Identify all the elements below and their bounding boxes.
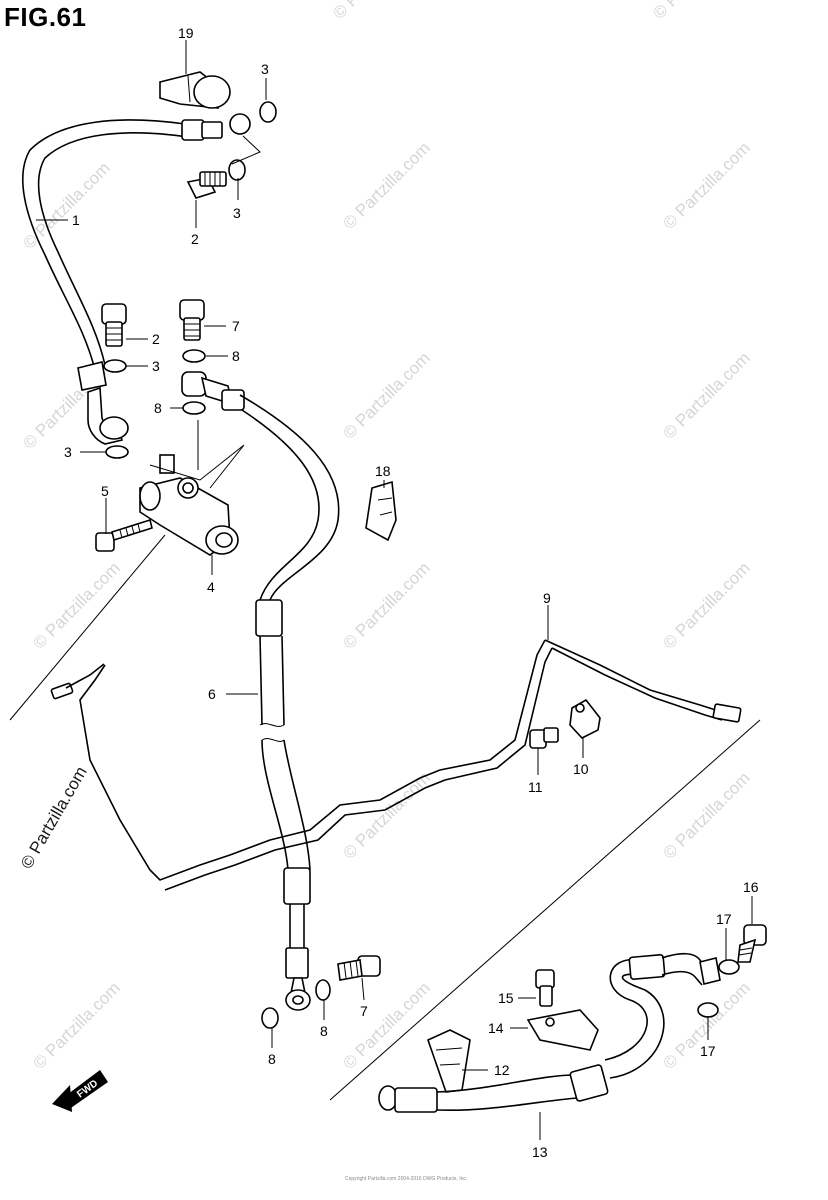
part-1-upper-hose — [22, 113, 251, 445]
callout-4: 4 — [207, 579, 215, 595]
part-8-washer — [182, 401, 206, 415]
part-3-washer — [103, 359, 127, 373]
watermark: © Partzilla.com — [659, 138, 753, 232]
watermark: © Partzilla.com — [339, 978, 433, 1072]
callout-3: 3 — [261, 61, 269, 77]
assembly-leader — [9, 534, 166, 721]
part-4-junction-block — [139, 420, 245, 556]
callout-19: 19 — [178, 25, 194, 41]
part-3-washer — [105, 445, 129, 459]
part-7-union-bolt — [337, 955, 381, 981]
callout-16: 16 — [743, 879, 759, 895]
leader-lines — [36, 40, 753, 1140]
part-19-cap — [159, 71, 231, 109]
callout-18: 18 — [375, 463, 391, 479]
callout-12: 12 — [494, 1062, 510, 1078]
callout-2: 2 — [152, 331, 160, 347]
part-3-washer — [259, 101, 277, 123]
part-2-banjo-bolt — [101, 303, 127, 347]
watermark: © Partzilla.com — [659, 348, 753, 442]
callout-14: 14 — [488, 1020, 504, 1036]
callout-1: 1 — [72, 212, 80, 228]
part-7-union-bolt — [179, 299, 205, 341]
callout-7: 7 — [360, 1003, 368, 1019]
footer-copyright: Copyright Partzilla.com 2004-2016 DWG Pr… — [345, 1176, 467, 1182]
callout-11: 11 — [528, 779, 543, 795]
callout-labels: 19 3 1 3 2 2 3 7 8 8 3 5 4 18 9 6 10 11 … — [64, 25, 759, 1160]
callout-5: 5 — [101, 483, 109, 499]
part-5-bolt — [95, 518, 153, 552]
assembly-leader — [329, 719, 761, 1101]
part-8-washer — [315, 979, 331, 1001]
watermark: © Partzilla.com — [659, 768, 753, 862]
watermark: © Partzilla.com — [339, 348, 433, 442]
part-12-clip — [427, 1029, 471, 1093]
callout-3: 3 — [233, 205, 241, 221]
callout-8: 8 — [232, 348, 240, 364]
part-3-washer — [228, 159, 246, 181]
part-9-brake-pipe — [50, 639, 742, 891]
callout-8: 8 — [154, 400, 162, 416]
part-6-brake-hose — [181, 371, 340, 1011]
callout-10: 10 — [573, 761, 589, 777]
watermark: © Partzilla.com — [659, 558, 753, 652]
watermark-dark: © Partzilla.com — [17, 763, 91, 872]
part-15-bolt — [535, 969, 555, 1007]
callout-7: 7 — [232, 318, 240, 334]
callout-8: 8 — [320, 1023, 328, 1039]
figure-title: FIG.61 — [4, 2, 87, 32]
part-11-bolt — [529, 727, 559, 749]
callout-2: 2 — [191, 231, 199, 247]
watermark: © Partzilla.com — [339, 768, 433, 862]
callout-17: 17 — [700, 1043, 716, 1059]
watermark: © Partzilla.com — [339, 558, 433, 652]
watermark: © Partzilla.com — [339, 138, 433, 232]
callout-17: 17 — [716, 911, 732, 927]
part-17-washer — [697, 1002, 719, 1018]
watermark: © Partzilla.com — [329, 0, 423, 23]
watermark: © Partzilla.com — [19, 158, 113, 252]
watermark: © Partzilla.com — [649, 0, 743, 23]
part-10-clamp — [569, 698, 601, 739]
callout-15: 15 — [498, 990, 514, 1006]
fwd-arrow-icon: FWD — [52, 1070, 108, 1112]
callout-3: 3 — [152, 358, 160, 374]
watermark: © Partzilla.com — [29, 558, 123, 652]
part-8-washer — [261, 1007, 279, 1029]
part-13-rear-hose — [378, 952, 721, 1113]
callout-3: 3 — [64, 444, 72, 460]
watermark: © Partzilla.com — [29, 978, 123, 1072]
part-8-washer — [182, 349, 206, 363]
part-17-washer — [718, 959, 740, 975]
part-16-union-bolt — [737, 924, 767, 963]
part-2-banjo-bolt — [186, 171, 227, 199]
callout-9: 9 — [543, 590, 551, 606]
callout-13: 13 — [532, 1144, 548, 1160]
callout-8: 8 — [268, 1051, 276, 1067]
part-18-clamp — [365, 480, 397, 542]
callout-6: 6 — [208, 686, 216, 702]
part-14-bracket — [526, 1009, 599, 1051]
